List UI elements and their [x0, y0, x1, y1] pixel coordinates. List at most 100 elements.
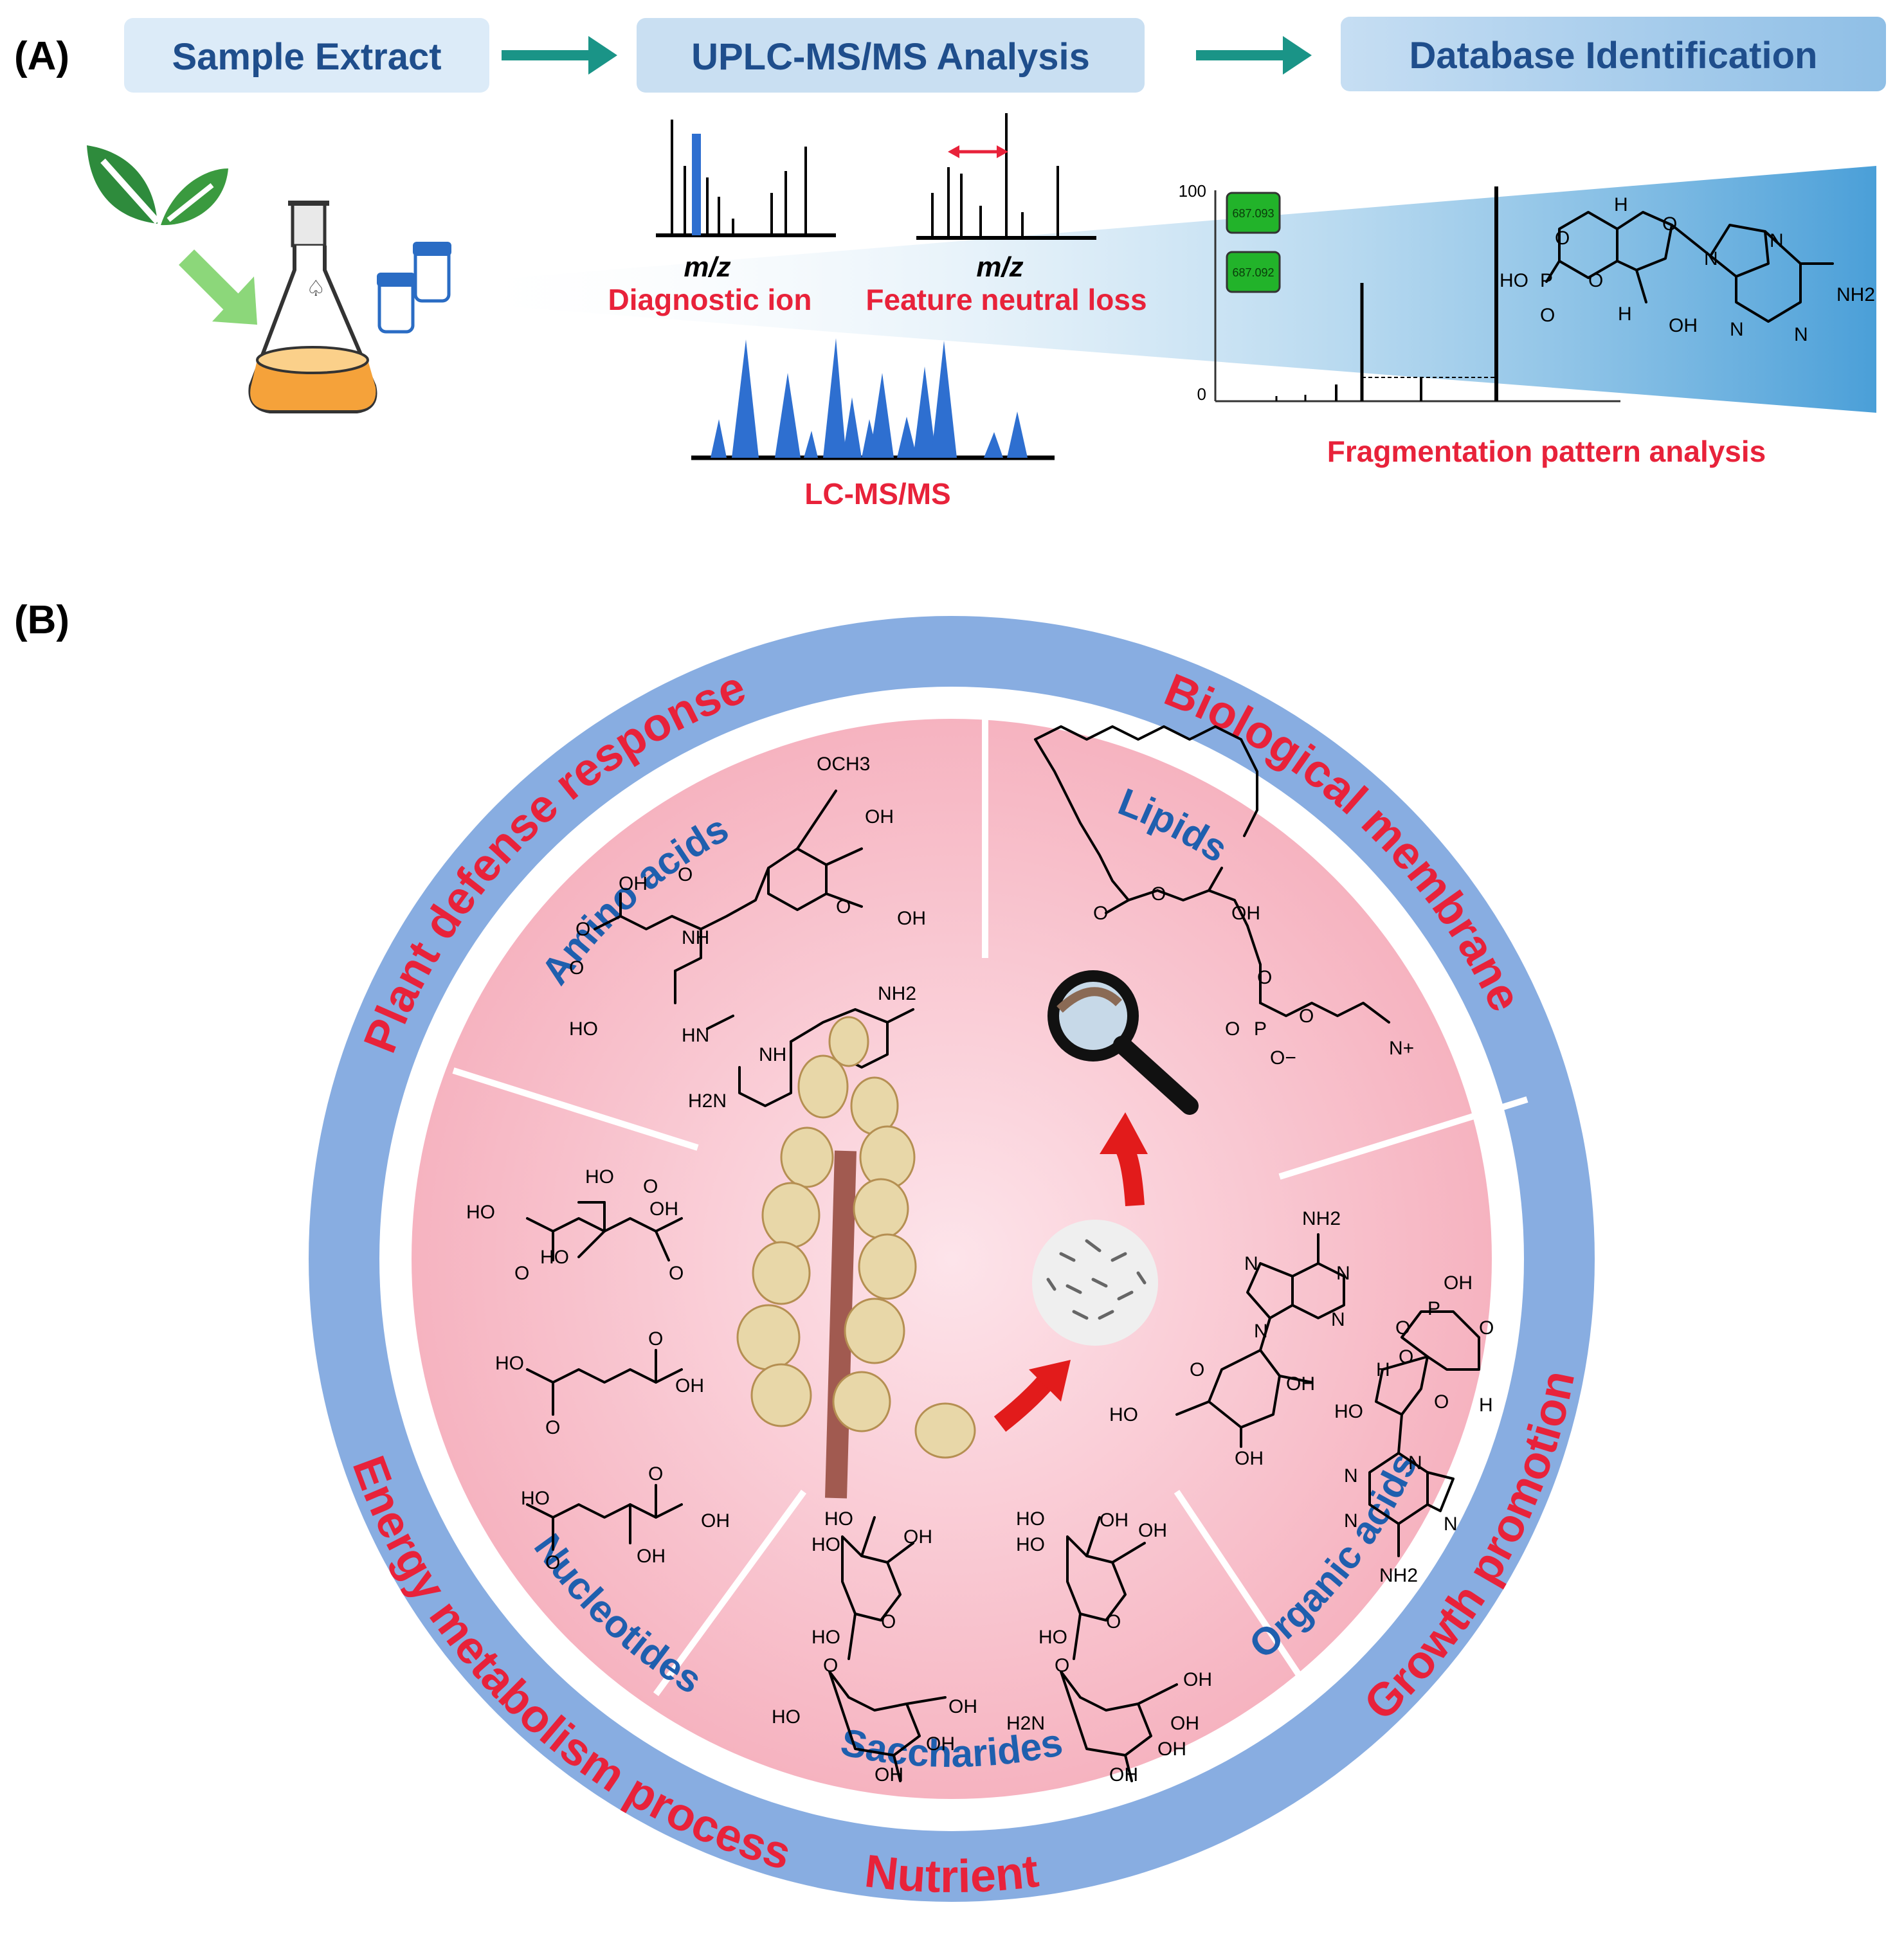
nuc-h-2: H: [1479, 1395, 1493, 1416]
camp-a-h-bottom: H: [1618, 303, 1632, 325]
sac-o-3: O: [1106, 1611, 1121, 1632]
camp-structure-a: [1545, 211, 1834, 323]
org-oh-2: OH: [675, 1375, 704, 1396]
nuc-oh-3: OH: [1444, 1272, 1473, 1294]
step-uplc: UPLC-MS/MS Analysis: [637, 18, 1145, 93]
nuc-n-2: N: [1336, 1263, 1350, 1284]
nuc-nh2-1: NH2: [1302, 1208, 1341, 1229]
org-ho-2: HO: [466, 1202, 495, 1223]
camp-a-h-top: H: [1614, 194, 1628, 215]
org-o-1: O: [643, 1176, 658, 1197]
org-o-2: O: [514, 1263, 529, 1284]
sac-o-1: O: [881, 1611, 896, 1632]
lipid-oh: OH: [1231, 903, 1260, 924]
sac-h2n: H2N: [1006, 1713, 1045, 1734]
arrow-step-1: [502, 36, 617, 75]
sac-oh-6: OH: [1138, 1520, 1167, 1541]
sac-oh-8: OH: [1170, 1713, 1199, 1734]
nuc-o-4: O: [1399, 1346, 1413, 1368]
camp-a-o2: O: [1662, 213, 1677, 235]
lipid-o-3: O: [1257, 967, 1272, 988]
sac-ho-6: HO: [1016, 1534, 1045, 1555]
panel-b-label: (B): [14, 598, 69, 642]
amino-oh-1: OH: [865, 806, 894, 827]
amino-o-1: O: [678, 864, 693, 885]
mz-right-label: m/z: [976, 251, 1023, 283]
org-ho-4: HO: [495, 1353, 524, 1374]
svg-text:♤: ♤: [306, 276, 325, 302]
lipid-o-minus: O−: [1270, 1047, 1296, 1069]
org-ho-3: HO: [540, 1247, 569, 1268]
nucleotide-structures: [1175, 1233, 1480, 1557]
green-box-1-label: 687.093: [1232, 207, 1274, 220]
amino-h2n: H2N: [688, 1090, 727, 1112]
sac-oh-1: OH: [903, 1526, 932, 1548]
sac-oh-5: OH: [1100, 1510, 1129, 1531]
org-oh-1: OH: [649, 1198, 678, 1220]
amino-oh-3: OH: [897, 908, 926, 929]
lipid-nplus: N+: [1389, 1038, 1414, 1059]
leaf-icon: [87, 145, 228, 226]
sac-ho-7: HO: [1038, 1627, 1067, 1648]
sac-oh-4: OH: [875, 1764, 903, 1785]
sac-oh-3: OH: [926, 1733, 955, 1755]
amino-nh-2: NH: [759, 1044, 786, 1065]
vial-icon: [377, 242, 451, 334]
sac-ho-2: HO: [811, 1534, 840, 1555]
amino-och3: OCH3: [817, 754, 870, 775]
sac-o-4: O: [1055, 1655, 1069, 1676]
nuc-ho-1: HO: [1109, 1404, 1138, 1425]
mz-left-label: m/z: [684, 251, 730, 283]
camp-a-nh2: NH2: [1836, 284, 1875, 305]
camp-a-oh: OH: [1669, 315, 1698, 336]
nuc-n-5: N: [1408, 1452, 1422, 1474]
nuc-p: P: [1428, 1298, 1440, 1319]
beam-background: [450, 166, 1876, 413]
camp-a-n2: N: [1770, 230, 1784, 251]
sac-ho-3: HO: [811, 1627, 840, 1648]
org-o-4: O: [648, 1328, 663, 1350]
nuc-n-1: N: [1244, 1253, 1258, 1274]
sac-oh-7: OH: [1183, 1669, 1212, 1690]
amino-nh: NH: [682, 927, 709, 948]
step-sample-extract-label: Sample Extract: [172, 36, 441, 78]
frag-label: Fragmentation pattern analysis: [1327, 435, 1766, 468]
sac-ho-4: HO: [772, 1706, 801, 1728]
nuc-o-3: O: [1479, 1317, 1494, 1339]
microbe-dish-icon: [1032, 1220, 1158, 1346]
fragmentation-spectrum: [1214, 186, 1620, 402]
amino-o-2: O: [576, 919, 590, 940]
pink-disc: [412, 719, 1492, 1799]
nuc-o-2: O: [1395, 1317, 1410, 1339]
red-arrow-icon-2: [993, 1360, 1071, 1432]
arrow-step-2: [1196, 36, 1312, 75]
green-box-2-label: 687.092: [1232, 266, 1274, 279]
sector-dividers: [452, 694, 1528, 1696]
plant-image: [736, 1016, 976, 1499]
lcms-label: LC-MS/MS: [804, 477, 950, 511]
sac-oh-9: OH: [1157, 1739, 1186, 1760]
camp-a-p: P: [1540, 270, 1553, 291]
amino-acid-structures: [594, 790, 914, 1107]
magnifier-icon: [1047, 970, 1199, 1115]
camp-a-o4: O: [1540, 305, 1555, 326]
sac-o-2: O: [823, 1655, 838, 1676]
org-o-6: O: [648, 1463, 663, 1485]
lipid-o-2: O: [1151, 883, 1166, 905]
org-o-3: O: [669, 1263, 684, 1284]
nuc-nh2-2: NH2: [1379, 1565, 1418, 1586]
lipid-structure: [1034, 725, 1390, 1024]
org-o-5: O: [545, 1417, 560, 1438]
org-ho-1: HO: [585, 1166, 614, 1188]
sac-oh-10: OH: [1109, 1764, 1138, 1785]
org-ho-5: HO: [521, 1488, 550, 1509]
lcms-chromatogram: [691, 338, 1055, 460]
nuc-n-3: N: [1331, 1309, 1345, 1330]
sac-oh-2: OH: [948, 1696, 977, 1717]
sac-ho-1: HO: [824, 1508, 853, 1530]
camp-a-n3: N: [1730, 319, 1744, 340]
nuc-n-4: N: [1254, 1321, 1268, 1342]
outer-label-nutrient: Nutrient: [862, 1845, 1042, 1902]
step-sample-extract: Sample Extract: [124, 18, 489, 93]
step-uplc-label: UPLC-MS/MS Analysis: [691, 36, 1090, 78]
